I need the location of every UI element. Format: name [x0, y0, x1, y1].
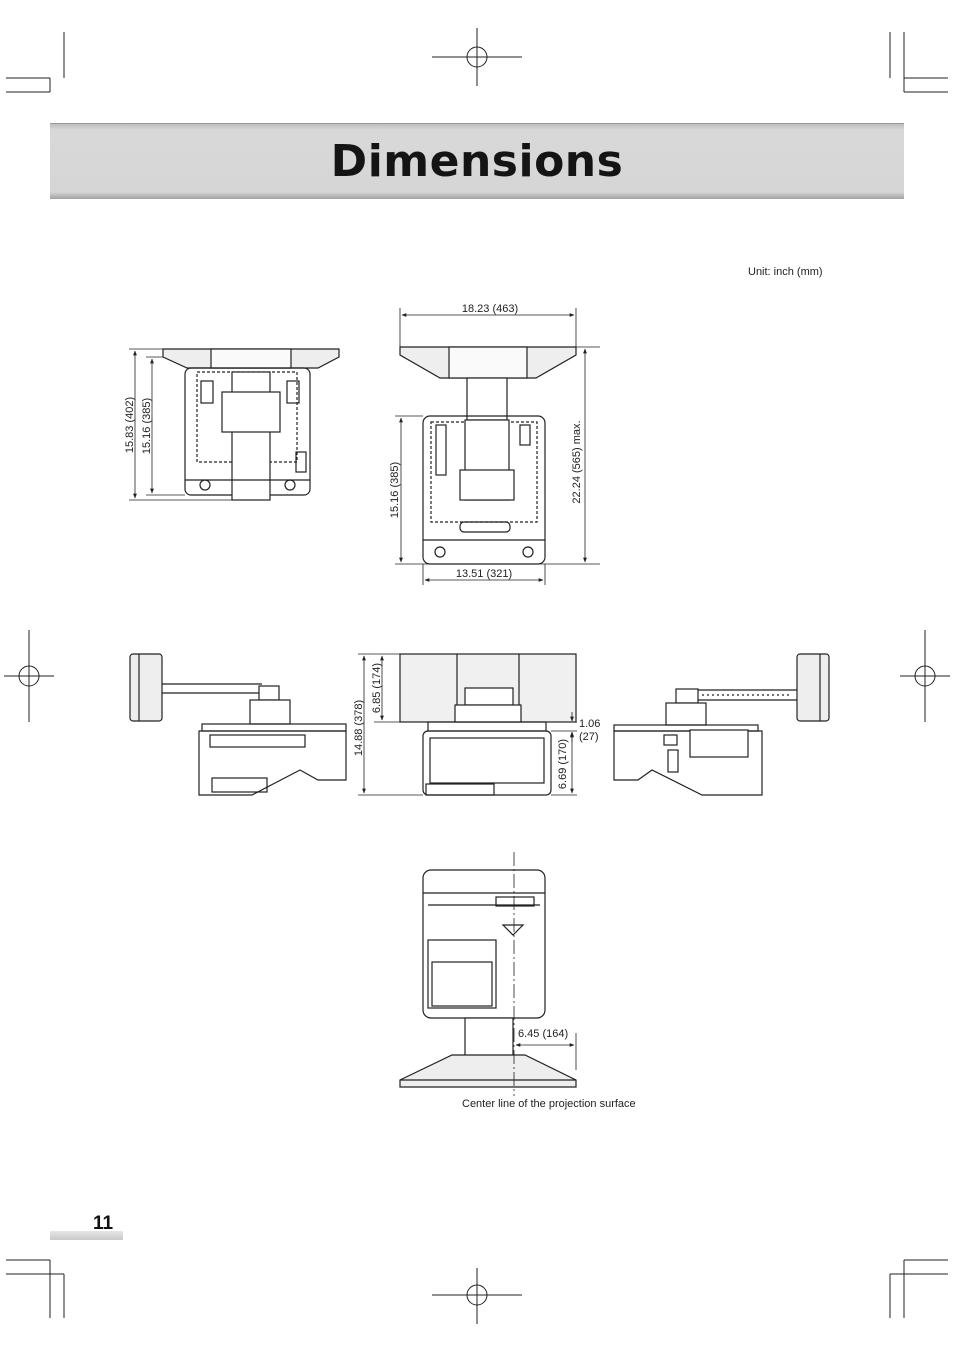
- dim-body-height-left: 15.16 (385): [141, 398, 153, 454]
- middle-center-view: [399, 653, 577, 796]
- dim-body-height-middle: 6.69 (170): [557, 739, 569, 789]
- crop-marks: [6, 32, 948, 1318]
- dim-bracket-width: 18.23 (463): [462, 303, 518, 315]
- dim-body-width: 13.51 (321): [456, 568, 512, 580]
- unit-note: Unit: inch (mm): [748, 266, 823, 278]
- middle-center-dimensions: [358, 653, 577, 796]
- dim-total-height: 14.88 (378): [353, 700, 365, 756]
- registration-marks: [4, 28, 950, 1324]
- dim-offset: 6.45 (164): [518, 1028, 568, 1040]
- center-line-caption: Center line of the projection surface: [462, 1098, 636, 1110]
- dim-bracket-height: 6.85 (174): [371, 663, 383, 713]
- middle-right-view: [613, 653, 830, 796]
- dim-gap: 1.06: [579, 718, 600, 730]
- dim-body-height-right: 15.16 (385): [389, 462, 401, 518]
- bottom-view: [399, 869, 577, 1088]
- dim-gap-mm: (27): [579, 731, 599, 743]
- bottom-view-dimensions: [513, 852, 577, 1096]
- top-right-view: [399, 346, 577, 565]
- page-title: Dimensions: [330, 136, 624, 187]
- page-number: 11: [93, 1213, 114, 1234]
- top-left-dimensions: [129, 348, 232, 501]
- top-left-view: [162, 348, 340, 501]
- dim-max-height: 22.24 (565) max.: [571, 420, 583, 503]
- title-banner: Dimensions: [50, 123, 904, 199]
- page-number-bar: [50, 1231, 123, 1240]
- middle-left-view: [129, 653, 347, 796]
- dim-overall-height-left: 15.83 (402): [124, 397, 136, 453]
- top-right-dimensions: [395, 308, 600, 585]
